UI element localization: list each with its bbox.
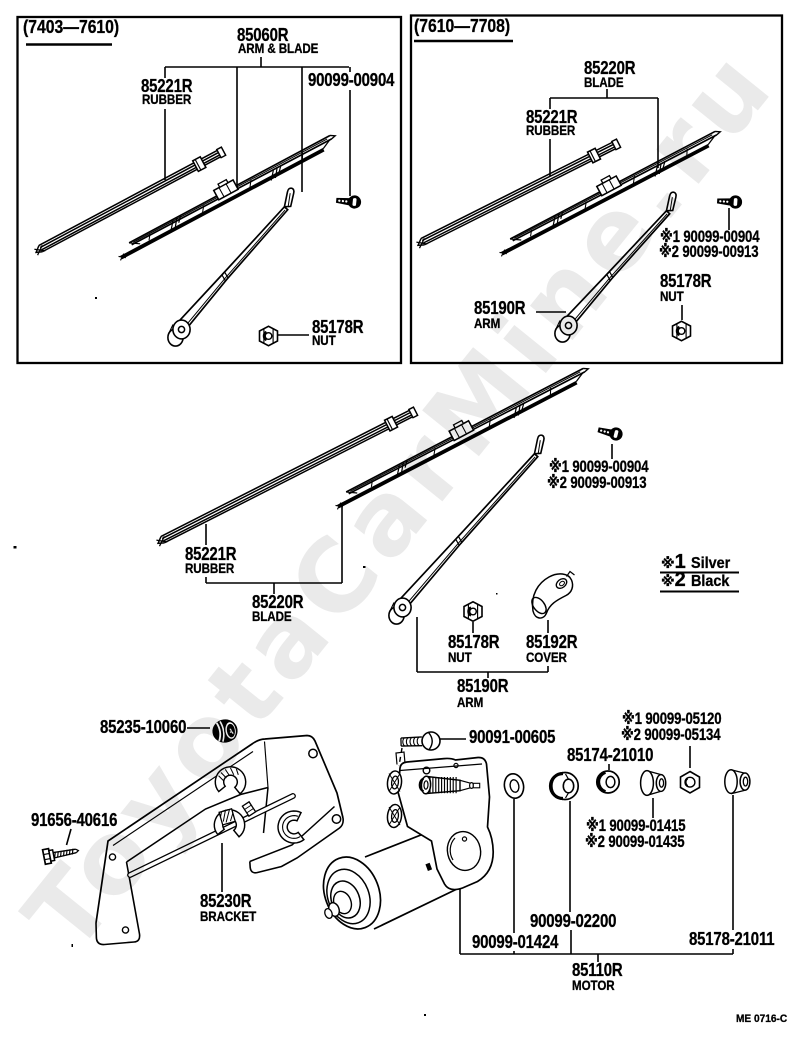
nut-icon-early	[258, 325, 279, 347]
legend-silver: ※1 Silver	[661, 552, 735, 572]
legend-black-mark: ※	[661, 573, 675, 589]
label-screw-no-bottom: 91656-40616	[31, 810, 118, 830]
label-blade-name-late: BLADE	[584, 75, 624, 90]
bracket-part	[95, 734, 344, 946]
label-arm-no-late: 85190R	[474, 298, 526, 318]
nut-icon-late	[671, 320, 692, 342]
label-cover-name-main: COVER	[526, 650, 567, 665]
wiper-blade-early	[118, 134, 337, 261]
label-arm-no-main: 85190R	[457, 676, 509, 696]
label-spacer-no: 85174-21010	[567, 745, 654, 765]
label-plate-code: ME 0716-C	[736, 1013, 788, 1025]
panel-early-border	[16, 15, 403, 365]
label-bush-no: 85178-21011	[689, 929, 775, 949]
legend-silver-num: 1	[674, 551, 687, 573]
wiper-blade-main	[335, 367, 590, 510]
label-nut-black: ※2 90099-05134	[621, 726, 721, 744]
label-nut-no-late: 85178R	[660, 271, 712, 291]
label-cushion-silver: ※1 90099-01415	[586, 817, 686, 835]
label-rubber-no-late: 85221R	[526, 107, 578, 127]
label-rubber-no-main: 85221R	[185, 544, 237, 564]
screw-icon-early	[335, 195, 362, 209]
label-nut-name-main: NUT	[448, 650, 472, 665]
spacer-part	[595, 770, 621, 794]
label-motor-name: MOTOR	[572, 978, 615, 993]
label-screw-silver-late: ※1 90099-00904	[660, 228, 760, 246]
label-grommet-no: 85235-10060	[100, 717, 187, 737]
label-bracket-no: 85230R	[200, 891, 252, 911]
hex-nut-part	[679, 770, 701, 794]
label-motor-no: 85110R	[572, 960, 623, 980]
label-screw-no-early: 90099-00904	[308, 70, 395, 90]
label-blade-name-main: BLADE	[252, 609, 292, 624]
bolt-dashed-line	[398, 747, 403, 767]
wiper-blade-late	[499, 130, 722, 257]
panel-late-leader-lines	[536, 89, 730, 320]
label-cover-no-main: 85192R	[526, 632, 578, 652]
legend-silver-label: Silver	[691, 555, 731, 572]
label-rubber-name-late: RUBBER	[526, 123, 576, 138]
label-screw-black-late: ※2 90099-00913	[659, 243, 759, 261]
wiper-arm-main	[396, 434, 545, 611]
panel-early-leader-lines	[164, 57, 351, 336]
label-screw-silver-main: ※1 90099-00904	[549, 458, 649, 476]
label-nut-no-main: 85178R	[448, 632, 500, 652]
label-nut-name-late: NUT	[660, 289, 684, 304]
panel-late-border	[409, 14, 784, 365]
cushion-part	[639, 769, 667, 797]
legend-silver-mark: ※	[661, 555, 675, 571]
scan-specks	[13, 297, 498, 1016]
main-group-leader-lines	[205, 444, 613, 678]
wiper-rubber-main	[156, 406, 419, 547]
hex-screw-part	[41, 847, 80, 866]
label-cushion-black: ※2 90099-01435	[585, 833, 685, 851]
label-bracket-name: BRACKET	[200, 909, 257, 924]
bush-part	[724, 769, 751, 795]
wiper-arm-pivot-late	[554, 315, 578, 343]
wiper-arm-pivot-early	[167, 319, 191, 347]
screw-icon-late	[716, 195, 743, 209]
washer-part	[548, 771, 580, 801]
label-nut-no-early: 85178R	[312, 317, 364, 337]
label-blade-no-late: 85220R	[584, 58, 636, 78]
cover-part	[531, 570, 575, 619]
legend-black-label: Black	[691, 573, 730, 590]
label-arm-blade-no-early: 85060R	[237, 25, 289, 45]
wiper-rubber-early	[34, 146, 227, 256]
washer-front-part	[503, 773, 525, 799]
wiper-arm-early	[175, 187, 295, 333]
label-arm-name-late: ARM	[474, 316, 501, 331]
label-period-early: (7403—7610)	[23, 16, 120, 37]
motor-part	[322, 751, 495, 930]
label-period-late: (7610—7708)	[414, 15, 511, 36]
label-rubber-name-early: RUBBER	[142, 92, 192, 107]
label-washer-front-no: 90099-01424	[472, 932, 559, 952]
grommet-part	[212, 719, 238, 743]
label-arm-blade-name-early: ARM & BLADE	[238, 41, 319, 56]
legend-black: ※2 Black	[661, 570, 734, 590]
label-nut-name-early: NUT	[312, 333, 336, 348]
legend-underlines	[660, 571, 739, 593]
nut-icon-main	[463, 600, 483, 623]
bolt-part	[400, 731, 441, 751]
label-screw-black-main: ※2 90099-00913	[547, 474, 647, 492]
wiper-rubber-late	[416, 138, 622, 249]
label-nut-silver: ※1 90099-05120	[622, 710, 722, 728]
motor-group-leader-lines	[65, 727, 734, 962]
label-bolt-no: 90091-00605	[469, 727, 556, 747]
screw-icon-main	[597, 427, 623, 441]
label-washer-no: 90099-02200	[530, 911, 617, 931]
label-arm-name-main: ARM	[457, 695, 484, 710]
legend-black-num: 2	[674, 569, 687, 591]
label-rubber-name-main: RUBBER	[185, 561, 235, 576]
label-blade-no-main: 85220R	[252, 592, 304, 612]
label-rubber-no-early: 85221R	[141, 76, 193, 96]
wiper-arm-pivot-main	[388, 597, 412, 625]
